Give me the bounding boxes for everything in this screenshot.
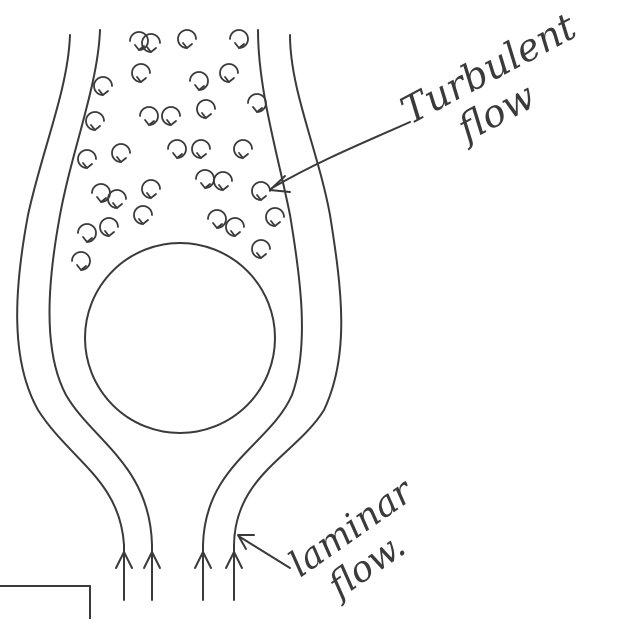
eddy-arrow <box>234 140 252 158</box>
laminar-label: laminar flow. <box>282 470 445 618</box>
streamline-inner-right <box>203 30 302 600</box>
eddy-arrow <box>178 30 196 48</box>
eddy-arrow <box>208 210 226 228</box>
eddy-arrow <box>142 180 160 198</box>
eddy-arrow <box>130 32 148 50</box>
eddy-arrow <box>252 182 270 200</box>
eddy-arrow <box>86 112 104 130</box>
eddy-arrow <box>230 30 248 48</box>
eddy-arrow <box>168 140 186 158</box>
eddy-arrow <box>100 218 118 236</box>
turbulent-label: Turbulent flow <box>394 4 604 170</box>
turbulent-eddies <box>72 30 284 270</box>
eddy-arrow <box>94 77 112 95</box>
obstacle-sphere <box>85 243 275 433</box>
eddy-arrow <box>142 34 160 52</box>
eddy-arrow <box>192 140 210 158</box>
eddy-arrow <box>78 150 96 168</box>
turbulent-pointer-line <box>272 122 410 188</box>
eddy-arrow <box>252 240 270 258</box>
eddy-arrow <box>214 172 232 190</box>
eddy-arrow <box>162 107 180 125</box>
eddy-arrow <box>248 94 266 112</box>
eddy-arrow <box>112 144 130 162</box>
eddy-arrow <box>220 64 238 82</box>
eddy-arrow <box>226 218 244 236</box>
corner-box <box>0 586 90 619</box>
eddy-arrow <box>197 100 215 118</box>
eddy-arrow <box>266 208 284 226</box>
streamline-inner-left <box>50 30 153 600</box>
eddy-arrow <box>140 107 158 125</box>
streamline-outer-right <box>234 35 341 600</box>
eddy-arrow <box>132 64 150 82</box>
eddy-arrow <box>190 72 208 90</box>
streamline-outer-left <box>17 35 124 600</box>
eddy-arrow <box>72 252 90 270</box>
eddy-arrow <box>108 190 126 208</box>
eddy-arrow <box>78 224 96 242</box>
eddy-arrow <box>196 170 214 188</box>
eddy-arrow <box>134 206 152 224</box>
